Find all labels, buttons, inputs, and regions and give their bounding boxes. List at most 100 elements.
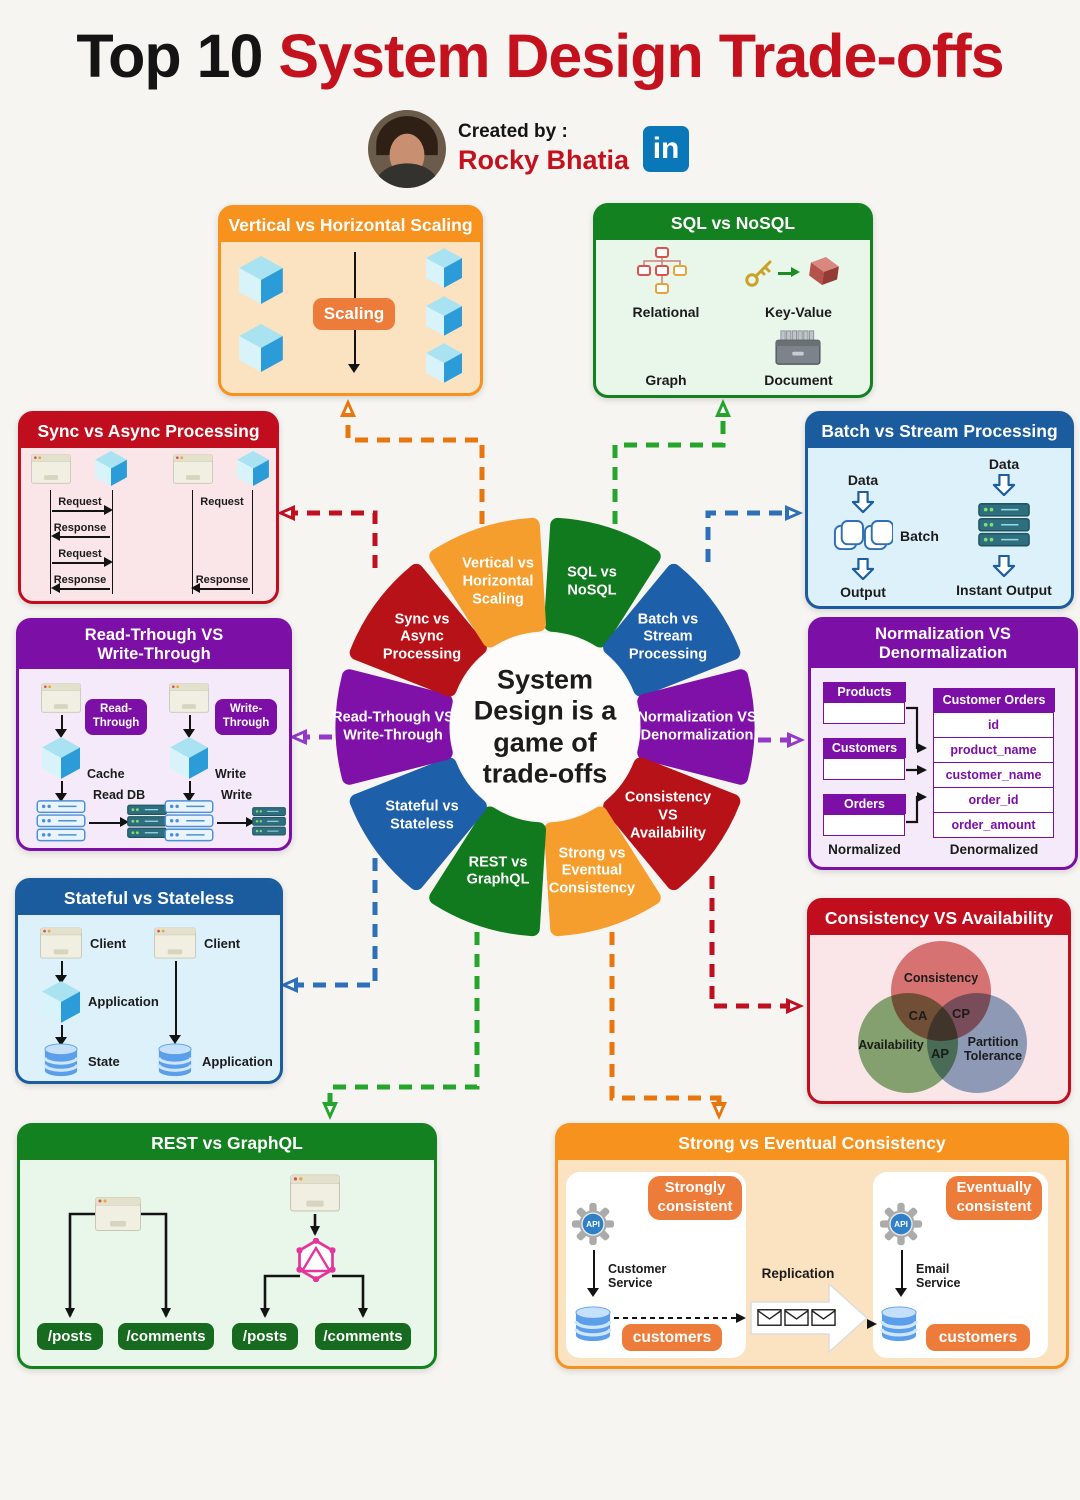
application-label: Application bbox=[88, 994, 159, 1009]
customer-service-label: Customer Service bbox=[608, 1262, 667, 1291]
created-by-label: Created by : bbox=[458, 121, 568, 143]
value-cube-icon bbox=[808, 255, 840, 287]
table-row: product_name bbox=[934, 738, 1053, 763]
panel-consistency-vs-availability: Consistency VS Availability Consistency … bbox=[807, 898, 1071, 1104]
cube-icon bbox=[237, 451, 269, 486]
panel-title: Consistency VS Availability bbox=[810, 901, 1068, 935]
cube-icon bbox=[239, 324, 283, 372]
ap-label: AP bbox=[930, 1046, 950, 1061]
customer-orders-table-header: Customer Orders bbox=[933, 688, 1055, 712]
browser-icon bbox=[169, 683, 209, 713]
output-label: Output bbox=[840, 584, 886, 600]
batch-cards-icon bbox=[833, 520, 893, 551]
panel-title: Normalization VS Denormalization bbox=[811, 620, 1075, 668]
table-row: customer_name bbox=[934, 763, 1053, 788]
wheel-segment-batch-vs-stream bbox=[603, 563, 741, 697]
connector-green bbox=[322, 932, 480, 1120]
write-label: Write bbox=[221, 788, 253, 802]
graphql-icon bbox=[295, 1238, 337, 1282]
envelope-icon bbox=[811, 1309, 836, 1326]
panel-stateful-vs-stateless: Stateful vs Stateless Client Application… bbox=[15, 878, 283, 1084]
title-prefix: Top 10 bbox=[76, 22, 279, 90]
wheel-segment-strong-vs-eventual bbox=[543, 806, 661, 937]
email-service-label: Email Service bbox=[916, 1262, 961, 1291]
response-label: Response bbox=[53, 522, 107, 534]
ca-label: CA bbox=[908, 1008, 928, 1023]
instant-output-label: Instant Output bbox=[956, 582, 1052, 598]
panel-normalization-vs-denormalization: Normalization VS Denormalization Product… bbox=[808, 617, 1078, 870]
cache-cube-icon bbox=[42, 737, 80, 779]
wheel-segment-consistency-vs-availability bbox=[603, 757, 741, 891]
graph-label: Graph bbox=[645, 372, 687, 388]
cube-icon bbox=[426, 296, 462, 336]
browser-icon bbox=[173, 454, 213, 484]
write-through-pill: Write- Through bbox=[215, 699, 277, 735]
key-value-arrow bbox=[778, 272, 791, 275]
browser-icon bbox=[41, 683, 81, 713]
panel-title: SQL vs NoSQL bbox=[596, 206, 870, 240]
application-cube-icon bbox=[42, 981, 80, 1023]
key-icon bbox=[745, 260, 772, 287]
cache-label: Cache bbox=[87, 767, 125, 781]
batch-label: Batch bbox=[900, 528, 939, 544]
orders-table-header: Orders bbox=[823, 794, 906, 814]
connector-orange bbox=[340, 399, 485, 524]
panel-title: Read-Trhough VS Write-Through bbox=[19, 621, 289, 669]
down-block-arrow-icon bbox=[851, 558, 875, 580]
table-row: id bbox=[934, 713, 1053, 738]
posts-endpoint-pill: /posts bbox=[37, 1323, 103, 1350]
wheel-center-text: System Design is a game of trade-offs bbox=[473, 664, 617, 789]
wheel-center-circle bbox=[451, 633, 639, 821]
application-db-icon bbox=[157, 1043, 193, 1077]
partition-tolerance-circle bbox=[927, 993, 1027, 1093]
write-label: Write bbox=[215, 767, 247, 781]
eventually-consistent-pill: Eventually consistent bbox=[946, 1176, 1042, 1220]
application-label: Application bbox=[202, 1054, 273, 1069]
document-label: Document bbox=[764, 372, 833, 388]
customer-orders-table: id product_name customer_name order_id o… bbox=[933, 712, 1054, 838]
state-label: State bbox=[88, 1054, 120, 1069]
data-label: Data bbox=[847, 472, 879, 488]
products-table-header: Products bbox=[823, 682, 906, 702]
panel-title: Stateful vs Stateless bbox=[18, 881, 280, 915]
panel-sync-vs-async: Sync vs Async Processing Request Respons… bbox=[18, 411, 279, 604]
posts-endpoint-pill: /posts bbox=[232, 1323, 298, 1350]
client-label: Client bbox=[90, 936, 127, 951]
linkedin-icon[interactable]: in bbox=[643, 126, 690, 172]
panel-sql-vs-nosql: SQL vs NoSQL Relational Key-Value Graph … bbox=[593, 203, 873, 398]
request-label: Request bbox=[58, 496, 102, 508]
normalization-arrows bbox=[906, 706, 927, 824]
cube-icon bbox=[426, 248, 462, 288]
down-block-arrow-icon bbox=[992, 555, 1016, 577]
customers-table-row bbox=[823, 758, 905, 780]
database-icon bbox=[880, 1306, 918, 1342]
customers-db-pill: customers bbox=[622, 1324, 722, 1351]
wheel-segment-vertical-vs-horizontal bbox=[429, 517, 547, 648]
cube-icon bbox=[239, 256, 283, 304]
document-cabinet-icon bbox=[775, 330, 821, 365]
comments-endpoint-pill: /comments bbox=[118, 1323, 214, 1350]
write-cube-icon bbox=[170, 737, 208, 779]
partition-tolerance-label: Partition Tolerance bbox=[963, 1035, 1023, 1064]
response-label: Response bbox=[195, 574, 249, 586]
consistency-label: Consistency bbox=[903, 971, 979, 985]
cube-icon bbox=[426, 343, 462, 383]
wheel-segment-rest-vs-graphql bbox=[429, 806, 547, 937]
comments-endpoint-pill: /comments bbox=[315, 1323, 411, 1350]
server-icon bbox=[164, 800, 214, 842]
down-block-arrow-icon bbox=[992, 474, 1016, 496]
panel-title: Strong vs Eventual Consistency bbox=[558, 1126, 1066, 1160]
browser-icon bbox=[154, 927, 196, 959]
client-label: Client bbox=[204, 936, 241, 951]
browser-icon bbox=[290, 1174, 340, 1212]
creator-block: Created by : Rocky Bhatia in bbox=[368, 110, 690, 188]
strongly-consistent-pill: Strongly consistent bbox=[648, 1176, 742, 1220]
scaling-pill: Scaling bbox=[313, 298, 395, 330]
replication-label: Replication bbox=[761, 1266, 835, 1281]
table-row: order_id bbox=[934, 788, 1053, 813]
state-db-icon bbox=[43, 1043, 79, 1077]
panel-title: Sync vs Async Processing bbox=[21, 414, 276, 448]
wheel-segment-stateful-vs-stateless bbox=[349, 757, 487, 891]
wheel-segment-sync-vs-async bbox=[349, 563, 487, 697]
